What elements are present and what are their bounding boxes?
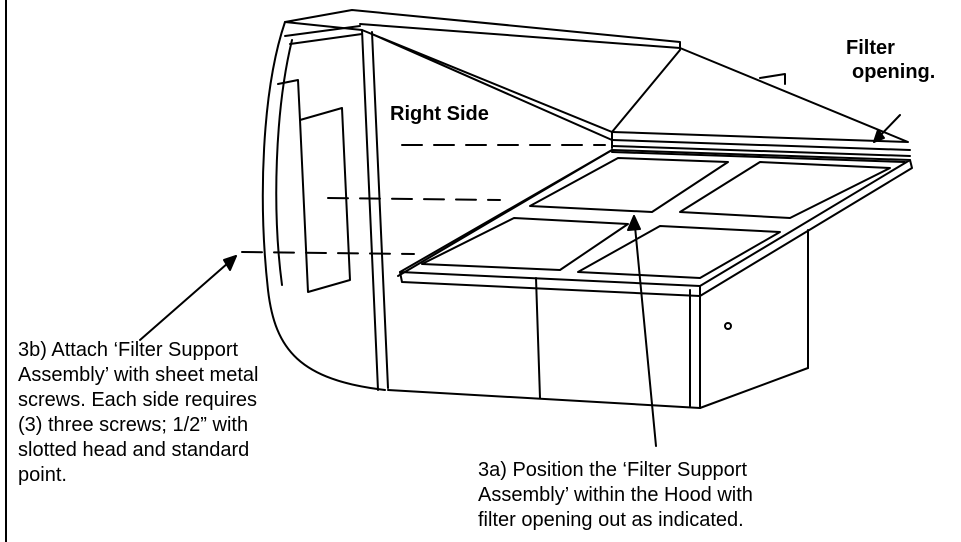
step-3b-line-4: (3) three screws; 1/2” with: [18, 414, 249, 436]
alignment-line-middle: [327, 197, 501, 201]
right-side-top-edge: [371, 33, 613, 141]
step-3b-line-2: Assembly’ with sheet metal: [18, 364, 259, 386]
step-3a-line-3: filter opening out as indicated.: [478, 509, 744, 531]
step-3b-line-6: point.: [18, 464, 67, 486]
step-3b-line-1: 3b) Attach ‘Filter Support: [18, 339, 239, 361]
hood-top-cap-lip-2: [289, 33, 363, 45]
step-3b-callout: 3b) Attach ‘Filter Support Assembly’ wit…: [18, 338, 258, 488]
canopy-top: [611, 47, 909, 143]
filter-panel-back-right: [679, 161, 891, 219]
leader-filter-opening-arrowhead: [873, 129, 885, 143]
step-3a-line-1: 3a) Position the ‘Filter Support: [478, 459, 748, 481]
leader-3b-line: [139, 255, 237, 341]
cabinet-right-bottom: [699, 367, 809, 409]
hood-top-cap-lip: [284, 25, 361, 37]
side-access-panel-top: [277, 79, 301, 121]
cabinet-seam: [535, 277, 541, 399]
leader-3a-line: [633, 215, 657, 447]
right-side-label: Right Side: [390, 103, 489, 125]
cabinet-bottom: [387, 389, 701, 409]
hood-side-inner-edge: [275, 39, 293, 286]
hood-side-shell: [261, 21, 386, 391]
filter-opening-label: Filter opening.: [846, 36, 935, 84]
back-bracket: [759, 73, 786, 85]
left-border-rule: [5, 0, 7, 542]
hood-top-cap-edge: [359, 23, 681, 49]
leader-3a-arrowhead: [627, 215, 641, 231]
filter-opening-edge-2: [611, 145, 911, 157]
right-side-front-post-inner: [371, 31, 389, 389]
filter-tray-left-rail: [397, 149, 613, 277]
step-3a-callout: 3a) Position the ‘Filter Support Assembl…: [478, 458, 753, 533]
right-side-front-post: [361, 29, 379, 391]
filter-opening-edge-3: [611, 151, 906, 163]
step-3b-line-3: screws. Each side requires: [18, 389, 257, 411]
alignment-line-bottom: [241, 251, 415, 255]
filter-opening-edge: [611, 139, 911, 151]
side-access-panel: [299, 107, 351, 293]
cabinet-fastener: [724, 322, 732, 330]
leader-3b-arrowhead: [223, 255, 237, 271]
step-3a-line-2: Assembly’ within the Hood with: [478, 484, 753, 506]
filter-panel-front-left: [421, 217, 629, 271]
filter-opening-line-2: opening.: [852, 61, 936, 83]
step-3b-line-5: slotted head and standard: [18, 439, 250, 461]
filter-panel-back-left: [529, 157, 729, 213]
filter-opening-line-1: Filter: [846, 37, 895, 59]
filter-panel-front-right: [577, 225, 781, 279]
